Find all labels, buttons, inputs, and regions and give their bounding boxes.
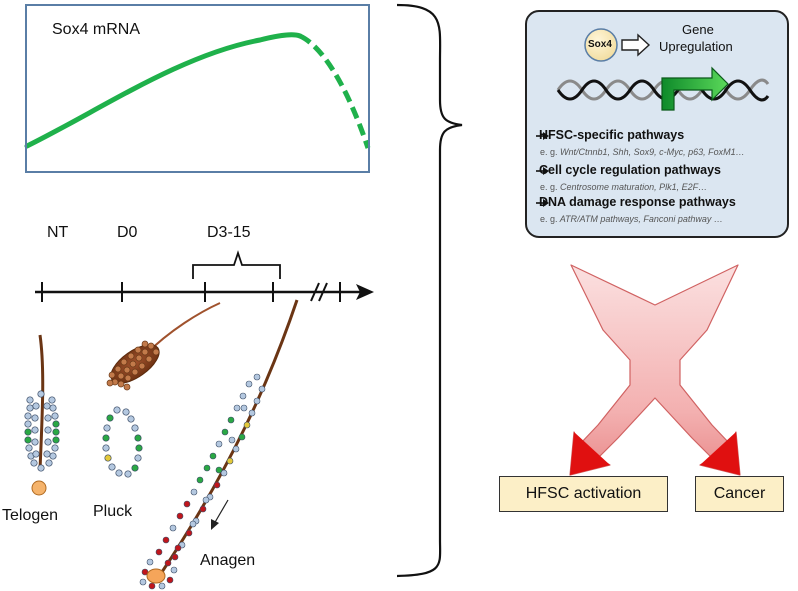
pathway-1-title: HFSC-specific pathways <box>539 128 685 142</box>
sox4-target-panel <box>525 10 789 238</box>
pathway-2-examples: e. g. Centrosome maturation, Plk1, E2F… <box>540 182 708 192</box>
outcome-hfsc-activation: HFSC activation <box>499 476 668 512</box>
timepoint-nt: NT <box>47 224 69 241</box>
sox4-plot-label: Sox4 mRNA <box>52 21 141 38</box>
pathway-3-examples: e. g. ATR/ATM pathways, Fanconi pathway … <box>540 214 723 224</box>
pathway-3-title: DNA damage response pathways <box>539 195 736 209</box>
sox4-curve-solid <box>24 32 303 149</box>
pathway-2-title: Cell cycle regulation pathways <box>539 163 722 177</box>
y-arrow <box>569 264 741 476</box>
timeline-arrowhead <box>356 284 374 300</box>
timepoint-d0: D0 <box>117 224 138 241</box>
plucked-hair-illustration <box>106 302 221 391</box>
pluck-ring-illustration <box>102 406 143 478</box>
anagen-follicle-illustration <box>139 299 299 590</box>
upregulation-label: Upregulation <box>659 39 733 54</box>
outcome-cancer: Cancer <box>695 476 784 512</box>
pathway-1-examples: e. g. Wnt/Ctnnb1, Shh, Sox9, c-Myc, p63,… <box>540 147 745 157</box>
timepoint-d3-15: D3-15 <box>207 224 251 241</box>
sox4-plot-frame <box>25 4 370 173</box>
telogen-follicle-illustration <box>24 334 60 496</box>
gene-label: Gene <box>682 22 714 37</box>
brace <box>396 3 463 578</box>
sox4-badge-label: Sox4 <box>588 39 612 50</box>
stage-telogen: Telogen <box>2 507 59 524</box>
sox4-curve-dashed <box>298 33 371 149</box>
d3-15-bracket <box>192 250 281 279</box>
stage-anagen: Anagen <box>200 552 256 569</box>
stage-pluck: Pluck <box>93 503 133 520</box>
